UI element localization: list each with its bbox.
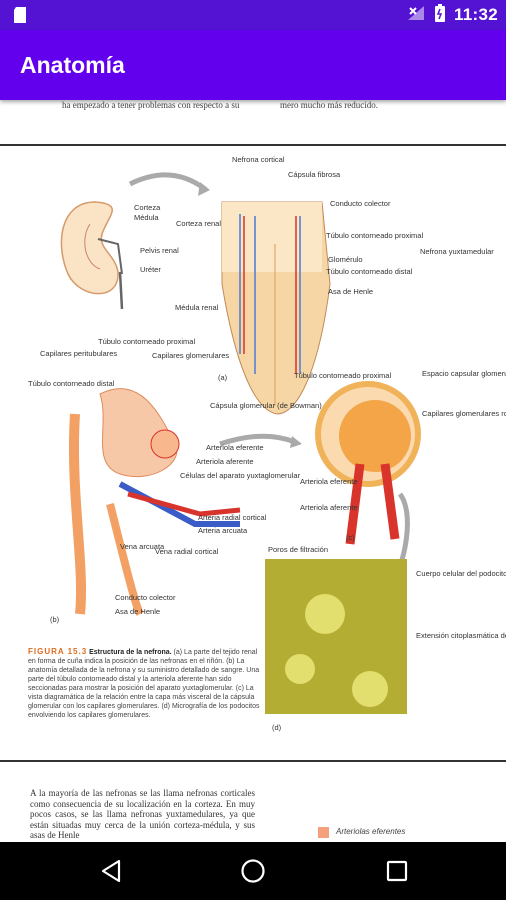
label-ureter: Uréter [140, 265, 161, 274]
status-bar: 11:32 [0, 0, 506, 30]
label-asa-henle-b: Asa de Henle [115, 607, 160, 616]
nephron-detail-diagram [68, 388, 302, 616]
label-tubulo-proximal-b: Túbulo contorneado proximal [98, 337, 195, 346]
label-capilares-glomerulares: Capilares glomerulares [152, 351, 229, 360]
kidney-wedge-diagram [221, 201, 331, 415]
navigation-bar [0, 842, 506, 900]
label-vena-arcuata: Vena arcuata [120, 542, 165, 551]
document-viewer[interactable]: ha empezado a tener problemas con respec… [0, 100, 506, 842]
label-corteza-renal: Corteza renal [176, 219, 221, 228]
label-arteriola-aferente: Arteriola aferente [196, 457, 254, 466]
clock: 11:32 [453, 5, 498, 24]
label-pelvis-renal: Pelvis renal [140, 246, 179, 255]
label-medula: Médula [134, 213, 159, 222]
label-arteriola-eferente: Arteriola eferente [206, 443, 264, 452]
home-button[interactable] [238, 856, 268, 886]
label-celulas-yuxta: Células del aparato yuxtaglomerular [180, 471, 301, 480]
label-capilares-peritubulares: Capilares peritubulares [40, 349, 117, 358]
legend-label: Arteriolas eferentes [336, 827, 406, 836]
label-panel-d: (d) [272, 723, 282, 732]
previous-page-text-right: mero mucho más reducido. [280, 100, 378, 110]
podocyte-micrograph [265, 559, 407, 714]
back-triangle-icon [101, 859, 121, 883]
kidney-diagram [60, 172, 210, 310]
label-arteria-arcuata: Arteria arcuata [198, 526, 248, 535]
label-glomerulo: Glomérulo [328, 255, 363, 264]
label-conducto-colector-b: Conducto colector [115, 593, 176, 602]
label-cuerpo-podocito: Cuerpo celular del podocito [416, 569, 506, 578]
caption-title: Estructura de la nefrona. [89, 649, 172, 656]
nephron-figure: Nefrona cortical Cápsula fibrosa Corteza… [28, 155, 506, 732]
label-nefrona-cortical: Nefrona cortical [232, 155, 285, 164]
recents-button[interactable] [382, 856, 412, 886]
label-poros: Poros de filtración [268, 545, 328, 554]
label-panel-c: (c) [346, 533, 355, 542]
back-button[interactable] [96, 856, 126, 886]
label-extension: Extensión citoplasmática de los podocito… [416, 631, 506, 640]
label-asa-henle: Asa de Henle [328, 287, 373, 296]
label-capsula-bowman: Cápsula glomerular (de Bowman) [210, 401, 322, 410]
label-tubulo-distal: Túbulo contorneado distal [326, 267, 413, 276]
app-title: Anatomía [20, 52, 125, 78]
caption-figure-number: FIGURA 15.3 [28, 647, 88, 656]
sd-card-icon [12, 6, 28, 29]
caption-text: (a) La parte del tejido renal en forma d… [28, 649, 260, 719]
body-paragraph: A la mayoría de las nefronas se las llam… [30, 788, 255, 840]
label-capsula-fibrosa: Cápsula fibrosa [288, 170, 341, 179]
app-bar: Anatomía [0, 30, 506, 100]
label-tubulo-distal-b: Túbulo contorneado distal [28, 379, 115, 388]
page-separator-top [0, 144, 506, 146]
label-conducto-colector: Conducto colector [330, 199, 391, 208]
signal-icon [406, 4, 426, 27]
label-capilares-podocitos: Capilares glomerulares rodeados de podoc… [422, 409, 506, 418]
label-arteriola-eferente-c: Arteriola eferente [300, 477, 358, 486]
home-circle-icon [241, 859, 265, 883]
label-arteriola-aferente-c: Arteriola aferente [300, 503, 358, 512]
label-tubulo-proximal: Túbulo contorneado proximal [326, 231, 423, 240]
glomerulus-diagram [315, 381, 421, 591]
label-panel-b: (b) [50, 615, 60, 624]
label-nefrona-yuxtamedular: Nefrona yuxtamedular [420, 247, 494, 256]
label-vena-radial: Vena radial cortical [155, 547, 219, 556]
label-tubulo-proximal-c: Túbulo contorneado proximal [294, 371, 391, 380]
battery-icon [434, 3, 446, 28]
page-separator-bottom [0, 760, 506, 762]
label-panel-a: (a) [218, 373, 228, 382]
label-espacio-capsular: Espacio capsular glomerular [422, 369, 506, 378]
figure-caption: FIGURA 15.3 Estructura de la nefrona. (a… [28, 647, 260, 720]
label-medula-renal: Médula renal [175, 303, 219, 312]
recents-square-icon [386, 860, 408, 882]
label-corteza: Corteza [134, 203, 161, 212]
legend-swatch [318, 827, 329, 838]
label-arteria-radial: Arteria radial cortical [198, 513, 267, 522]
previous-page-text-left: ha empezado a tener problemas con respec… [62, 100, 240, 110]
